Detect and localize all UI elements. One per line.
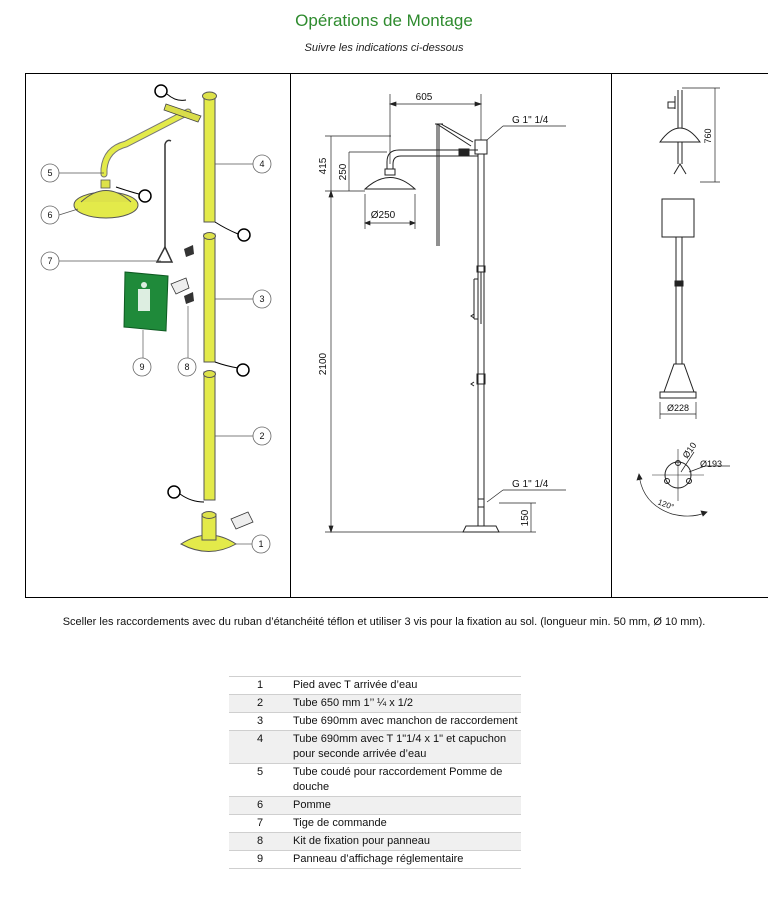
part-number: 9: [229, 850, 291, 869]
part-description: Tube 690mm avec manchon de raccordement: [291, 712, 521, 731]
part-number: 1: [229, 676, 291, 695]
callout-3: 3: [259, 294, 264, 304]
part-description: Tige de commande: [291, 814, 521, 833]
part-number: 2: [229, 694, 291, 713]
part-description: Tube 690mm avec T 1"1/4 x 1" et capuchon…: [291, 730, 521, 764]
part-number: 7: [229, 814, 291, 833]
front-view-panel: 760 Ø228 Ø10 Ø193 120°: [611, 73, 768, 598]
dim-total-height: 2100: [318, 352, 329, 375]
dim-base-diameter: Ø228: [667, 403, 689, 413]
part-number: 6: [229, 796, 291, 815]
part-number: 8: [229, 832, 291, 851]
dim-top: 760: [703, 128, 713, 143]
part-number: 3: [229, 712, 291, 731]
callout-8: 8: [184, 362, 189, 372]
exploded-view-panel: 4 3 2 1 5 6 7 8 9: [25, 73, 291, 598]
part-number: 5: [229, 763, 291, 797]
callout-7: 7: [47, 256, 52, 266]
dim-angle: 120°: [657, 498, 676, 512]
dim-head-height: 415: [318, 157, 329, 174]
callout-6: 6: [47, 210, 52, 220]
part-description: Tube 650 mm 1’’ ¼ x 1/2: [291, 694, 521, 713]
callout-4: 4: [259, 159, 264, 169]
part-description: Tube coudé pour raccordement Pomme de do…: [291, 763, 521, 797]
part-description: Kit de fixation pour panneau: [291, 832, 521, 851]
front-view-drawing: 760 Ø228 Ø10 Ø193 120°: [636, 87, 730, 517]
callout-5: 5: [47, 168, 52, 178]
dim-width: 605: [416, 92, 433, 103]
callout-2: 2: [259, 431, 264, 441]
installation-note: Sceller les raccordements avec du ruban …: [62, 616, 706, 628]
thread-top: G 1" 1/4: [512, 115, 549, 126]
part-number: 4: [229, 730, 291, 764]
callout-9: 9: [139, 362, 144, 372]
dim-base: 150: [520, 509, 531, 526]
part-description: Panneau d’affichage réglementaire: [291, 850, 521, 869]
thread-bottom: G 1" 1/4: [512, 479, 549, 490]
part-description: Pomme: [291, 796, 521, 815]
exploded-view-drawing: 4 3 2 1 5 6 7 8 9: [40, 84, 272, 554]
dim-pipe-drop: 250: [338, 163, 349, 180]
callout-1: 1: [258, 539, 263, 549]
dim-head-diameter: Ø250: [371, 210, 396, 221]
side-elevation-panel: 605 415 250 Ø250 2100 150 G 1" 1/4 G 1" …: [290, 73, 612, 598]
dim-bolt-circle: Ø193: [700, 459, 722, 469]
page-subtitle: Suivre les indications ci-dessous: [304, 42, 464, 54]
part-description: Pied avec T arrivée d’eau: [291, 676, 521, 695]
dim-hole: Ø10: [681, 440, 699, 460]
side-elevation-drawing: 605 415 250 Ø250 2100 150 G 1" 1/4 G 1" …: [318, 92, 566, 534]
page-title: Opérations de Montage: [295, 11, 473, 30]
